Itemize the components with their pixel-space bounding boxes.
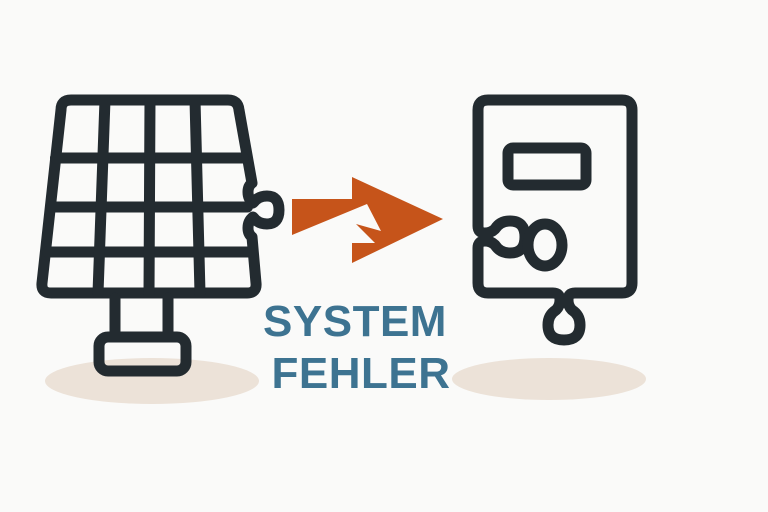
left-ground-shadow: [45, 358, 259, 404]
panel-grid-vline-1: [92, 94, 111, 299]
arrow-body-broken: [292, 177, 443, 263]
inverter-display-screen: [502, 142, 592, 191]
solar-panel-icon[interactable]: [36, 94, 285, 377]
error-message-line2: FEHLER: [272, 349, 451, 398]
broken-connection-arrow[interactable]: [292, 177, 443, 263]
solar-panel-outline: [36, 94, 285, 299]
panel-grid-vline-3: [189, 94, 206, 299]
error-message-line1: SYSTEM: [263, 297, 447, 346]
error-message: SYSTEM FEHLER: [263, 297, 450, 398]
panel-grid-vline-2: [143, 94, 156, 299]
inverter-icon[interactable]: [472, 94, 638, 346]
inverter-body-outline: [472, 94, 638, 346]
right-ground-shadow: [452, 358, 646, 400]
panel-base: [93, 331, 192, 377]
inverter-indicator-dial: [522, 218, 568, 272]
